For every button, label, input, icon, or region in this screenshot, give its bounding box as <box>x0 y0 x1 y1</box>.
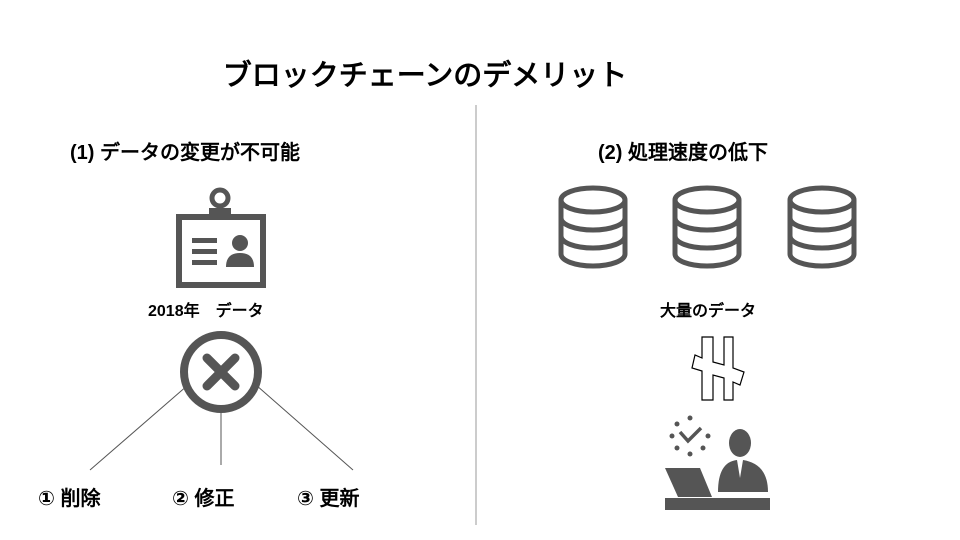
option-update: ③ 更新 <box>297 488 360 510</box>
id-badge-icon <box>176 187 266 288</box>
option-delete: ① 削除 <box>38 488 101 510</box>
database-icon <box>787 185 857 269</box>
slide-title: ブロックチェーンのデメリット <box>222 60 628 92</box>
left-heading: (1) データの変更が不可能 <box>70 142 300 164</box>
cross-circle-icon <box>89 331 354 471</box>
not-equal-icon <box>691 336 745 401</box>
database-icon <box>558 185 628 269</box>
large-data-label: 大量のデータ <box>660 303 757 320</box>
database-icon <box>672 185 742 269</box>
right-heading: (2) 処理速度の低下 <box>598 142 768 164</box>
data-2018-label: 2018年 データ <box>148 303 264 320</box>
option-modify: ② 修正 <box>172 488 235 510</box>
busy-worker-icon <box>665 415 770 510</box>
